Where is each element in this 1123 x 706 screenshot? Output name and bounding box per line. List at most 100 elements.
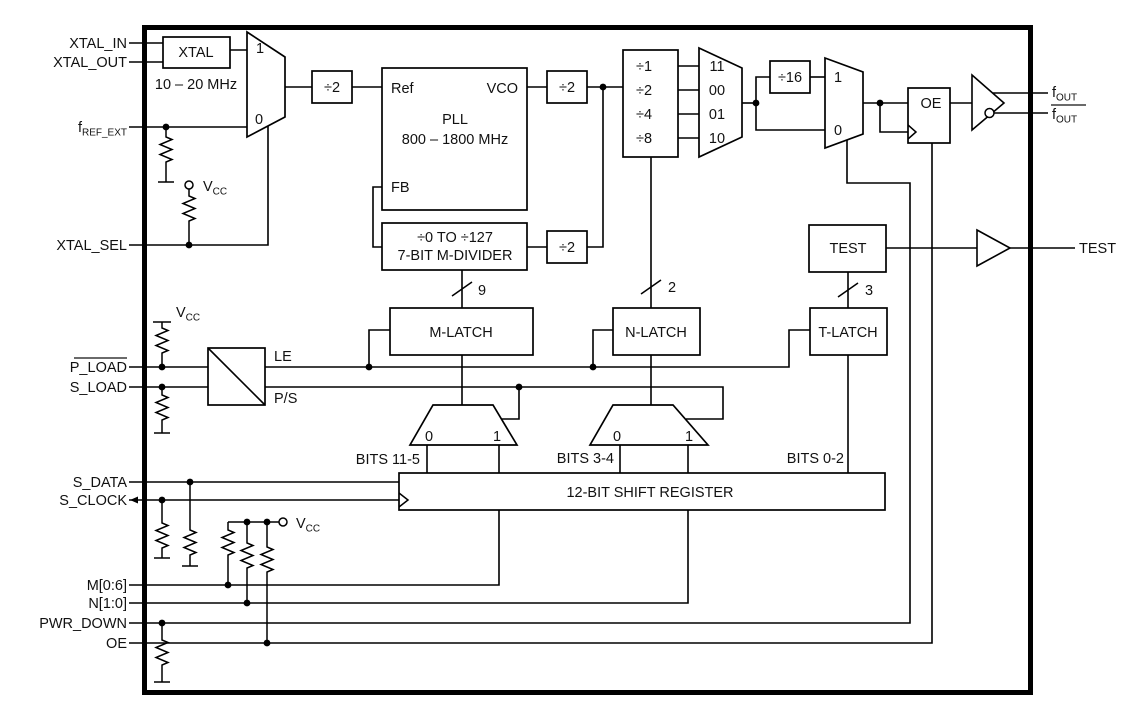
oe-clock-triangle-icon	[907, 124, 918, 140]
parallel-serial-mux-n	[588, 404, 710, 446]
wire-xtal-sel	[129, 126, 269, 246]
vcc-cc: CC	[213, 187, 227, 198]
xtal-block-label: XTAL	[178, 45, 213, 61]
xtal-range-label: 10 – 20 MHz	[155, 77, 237, 93]
muxm-input0-label: 0	[425, 429, 433, 445]
bypass-mux-input0-label: 0	[834, 123, 842, 139]
pll-ref-port-label: Ref	[391, 81, 415, 97]
pin-label-xtal-sel: XTAL_SEL	[56, 238, 127, 254]
fout-inv-base: f	[1052, 107, 1057, 123]
inversion-bubble-icon	[984, 107, 995, 119]
vcc-label-p-load: VCC	[176, 305, 200, 324]
resistor-xtal-sel-pullup	[181, 189, 197, 245]
divide-by-2-fb-block	[546, 230, 588, 264]
pin-label-s-clock: S_CLOCK	[59, 493, 127, 509]
bits-11-5-label: BITS 11-5	[356, 452, 420, 468]
vcc-terminal-rail	[278, 517, 288, 527]
junction-dot	[186, 478, 194, 486]
junction-dot	[162, 123, 170, 131]
pin-label-fref-ext: fREF_EXT	[78, 120, 127, 139]
shift-register-clock-triangle-icon	[398, 492, 410, 508]
wire-divider-taps	[678, 65, 699, 139]
refmux-input0-label: 0	[255, 112, 263, 128]
vcc-cc: CC	[306, 524, 320, 535]
resistor-n-pullup	[239, 522, 255, 603]
wire-le-mlatch	[368, 329, 390, 367]
divide-by-16-block	[769, 60, 811, 94]
junction-dot	[243, 518, 251, 526]
divider-tap8-label: ÷8	[636, 131, 652, 147]
bus-slash-n	[640, 279, 662, 295]
pll-block	[381, 67, 528, 211]
bus-width-t-label: 3	[865, 283, 873, 299]
bits-0-2-label: BITS 0-2	[787, 451, 844, 467]
fref-base: f	[78, 120, 83, 136]
divide-by-2-vco-block	[546, 70, 588, 104]
bypass-mux	[824, 56, 864, 150]
junction-dot	[599, 83, 607, 91]
resistor-oe-pullup	[259, 522, 275, 643]
resistor-s-clock-pulldown	[154, 500, 170, 558]
oe-block-label: OE	[921, 96, 942, 112]
test-buffer	[976, 228, 1012, 268]
pin-label-p-load: P_LOAD	[70, 360, 127, 376]
outmux-code-10-label: 10	[709, 131, 725, 147]
junction-dot	[752, 99, 760, 107]
pin-label-xtal-in: XTAL_IN	[69, 36, 127, 52]
divider-tap1-label: ÷1	[636, 59, 652, 75]
load-decoder-diagonal	[207, 347, 266, 406]
s-clock-arrowhead	[130, 496, 138, 504]
bypass-mux-input1-label: 1	[834, 70, 842, 86]
resistor-pwr-down-pulldown	[154, 623, 170, 682]
parallel-serial-mux-m	[408, 404, 519, 446]
chip-outline	[142, 25, 1033, 695]
pin-label-test: TEST	[1079, 241, 1116, 257]
n-latch-label: N-LATCH	[625, 325, 687, 341]
muxn-input0-label: 0	[613, 429, 621, 445]
wire-ps-muxm	[501, 387, 520, 420]
test-block	[808, 224, 887, 273]
junction-dot	[158, 496, 166, 504]
fout-subscript: OUT	[1056, 93, 1077, 104]
pin-label-s-data: S_DATA	[73, 475, 128, 491]
n-latch-block	[612, 307, 701, 356]
m-divider-name-label: 7-BIT M-DIVIDER	[398, 248, 513, 264]
divider-tap2-label: ÷2	[636, 83, 652, 99]
pin-label-fout: fOUT	[1052, 85, 1077, 104]
bus-slash-m	[451, 281, 473, 297]
pin-label-n-bus: N[1:0]	[88, 596, 127, 612]
wire-ps	[265, 386, 724, 420]
div2-ref-label: ÷2	[324, 80, 340, 96]
div2-fb-label: ÷2	[559, 240, 575, 256]
junction-dot	[515, 383, 523, 391]
outmux-code-01-label: 01	[709, 107, 725, 123]
wire-m-parallel	[129, 510, 500, 586]
refmux-input1-label: 1	[256, 41, 264, 57]
vcc-v: V	[203, 179, 213, 195]
wire-pwr-down-net	[129, 140, 911, 624]
bus-width-n-label: 2	[668, 280, 676, 296]
resistor-s-load-pulldown	[154, 387, 170, 433]
pin-label-m-bus: M[0:6]	[87, 578, 127, 594]
junction-dot	[158, 363, 166, 371]
bits-3-4-label: BITS 3-4	[557, 451, 614, 467]
pin-label-xtal-out: XTAL_OUT	[53, 55, 127, 71]
m-latch-block	[389, 307, 534, 356]
wire-le-nlatch	[592, 329, 613, 367]
bus-width-m-label: 9	[478, 283, 486, 299]
xtal-block	[162, 36, 231, 69]
oe-latch-block	[907, 87, 951, 144]
resistor-p-load-pullup	[154, 322, 170, 367]
muxm-input1-label: 1	[493, 429, 501, 445]
junction-dot	[263, 518, 271, 526]
pll-vco-port-label: VCO	[487, 81, 518, 97]
junction-dot	[243, 599, 251, 607]
vcc-label-xtal-sel: VCC	[203, 179, 227, 198]
pin-label-fout-inv: fOUT	[1052, 107, 1077, 126]
outmux-code-11-label: 11	[709, 59, 724, 75]
pin-label-s-load: S_LOAD	[70, 380, 127, 396]
junction-dot	[185, 241, 193, 249]
vcc-v: V	[296, 516, 306, 532]
resistor-m-pullup	[220, 522, 236, 585]
